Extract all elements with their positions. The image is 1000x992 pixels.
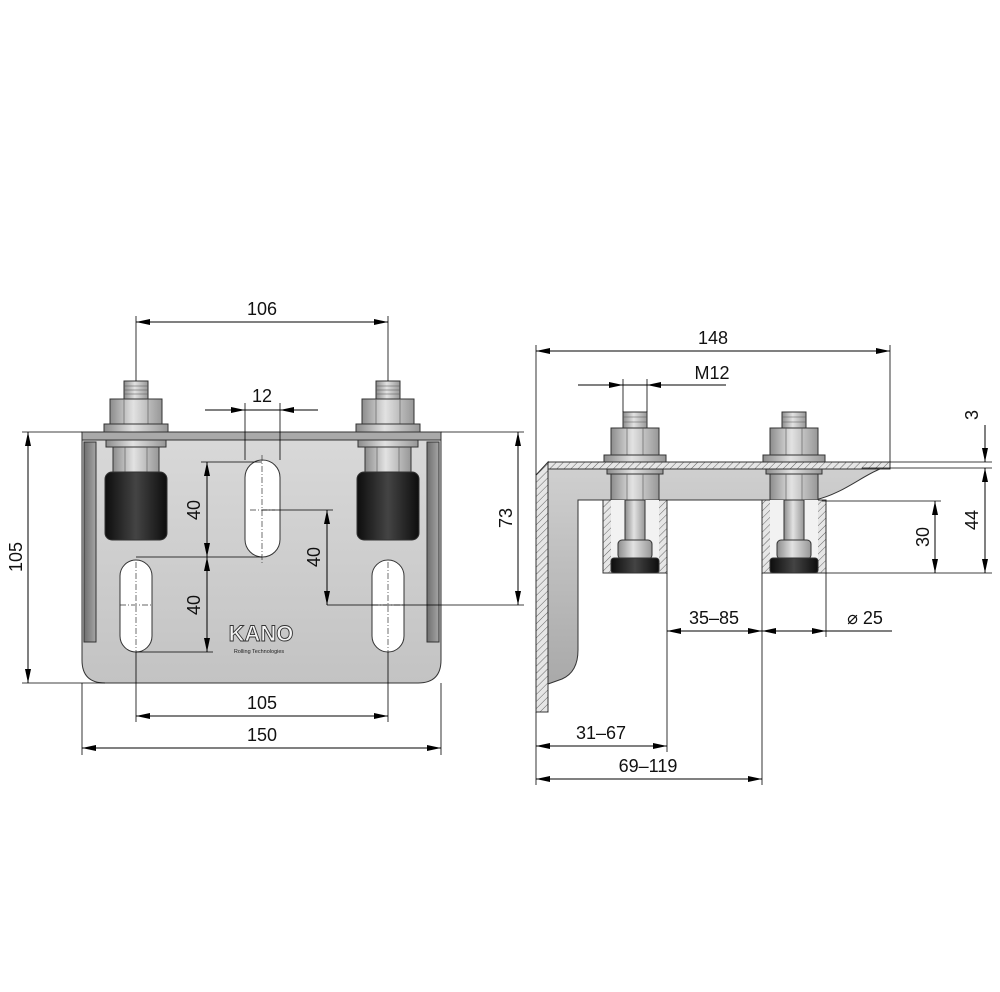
- lower-nut: [610, 473, 660, 501]
- lower-washer: [357, 439, 419, 448]
- dim-text: 148: [698, 328, 728, 348]
- center-slot: [244, 459, 281, 558]
- dim-text: 105: [6, 542, 26, 572]
- logo-tagline: Rolling Technologies: [234, 649, 285, 655]
- upper-nut: [610, 427, 660, 456]
- dim-text: 44: [962, 510, 982, 530]
- side-left-bolt-assembly: [602, 411, 668, 574]
- roller-tire: [769, 557, 819, 574]
- bolt-stud: [622, 411, 648, 429]
- dim-text: 105: [247, 693, 277, 713]
- dim-text: 12: [252, 386, 272, 406]
- dim-text: M12: [694, 363, 729, 383]
- dim-adjust-range: 35–85: [666, 573, 763, 785]
- bolt-collar: [617, 539, 653, 560]
- roller: [356, 471, 420, 541]
- upper-washer: [103, 423, 169, 433]
- lower-washer: [606, 468, 664, 475]
- lower-nut: [364, 446, 412, 473]
- dim-height-upper: 73: [327, 431, 524, 606]
- dim-thickness: 3: [862, 410, 992, 469]
- vertical-leg-section: [535, 460, 549, 713]
- dim-roller-diameter: ⌀ 25: [762, 573, 892, 637]
- bolt-shank: [624, 499, 646, 543]
- dim-text: 106: [247, 299, 277, 319]
- logo-brand: KANO: [229, 621, 294, 646]
- front-right-bolt-assembly: [355, 380, 421, 541]
- upper-washer: [355, 423, 421, 433]
- dim-text: ⌀ 25: [847, 608, 883, 628]
- dim-slot-offset: 40: [262, 509, 333, 605]
- roller: [104, 471, 168, 541]
- dim-slot-spacing: 105: [135, 652, 389, 722]
- upper-washer: [762, 454, 826, 463]
- dim-roller-height: 30: [822, 500, 992, 574]
- upper-nut: [109, 398, 163, 425]
- dim-thread: M12: [578, 363, 730, 412]
- upper-washer: [603, 454, 667, 463]
- dim-offset-first: 31–67: [536, 723, 667, 749]
- top-plate-section: [547, 461, 891, 470]
- front-left-bolt-assembly: [103, 380, 169, 541]
- lower-washer: [105, 439, 167, 448]
- dim-text: 73: [496, 508, 516, 528]
- dim-width: 150: [81, 683, 442, 755]
- dim-text: 40: [184, 595, 204, 615]
- bolt-collar: [776, 539, 812, 560]
- upper-nut: [769, 427, 819, 456]
- bracket-body: [547, 468, 881, 685]
- lower-washer: [765, 468, 823, 475]
- dim-offset-second: 69–119: [535, 712, 762, 785]
- dim-text: 31–67: [576, 723, 626, 743]
- bolt-shank: [783, 499, 805, 543]
- dim-text: 30: [913, 527, 933, 547]
- dim-text: 3: [962, 410, 982, 420]
- plate-top-rim: [81, 431, 442, 441]
- dim-length: 148: [535, 328, 891, 475]
- side-right-bolt-assembly: [761, 411, 827, 574]
- front-view: KANO Rolling Technologies 106 12 105: [6, 299, 524, 755]
- lower-nut: [769, 473, 819, 501]
- left-side-flange: [83, 441, 97, 643]
- dim-height: 105: [6, 431, 105, 684]
- dim-text: 40: [184, 500, 204, 520]
- bolt-stud: [781, 411, 807, 429]
- lower-nut: [112, 446, 160, 473]
- upper-nut: [361, 398, 415, 425]
- side-view: 148 M12 3 44 30: [535, 328, 992, 785]
- dim-text: 150: [247, 725, 277, 745]
- dim-text: 69–119: [619, 756, 678, 776]
- dim-total-height: 44: [962, 468, 988, 573]
- dim-text: 35–85: [689, 608, 739, 628]
- roller-tire: [610, 557, 660, 574]
- dim-text: 40: [304, 547, 324, 567]
- mounting-plate: [81, 431, 442, 684]
- kano-logo: KANO Rolling Technologies: [228, 621, 294, 655]
- right-side-flange: [426, 441, 440, 643]
- dim-slot-pitch-upper: 40: [136, 461, 262, 558]
- dim-bolt-spacing: 106: [135, 299, 389, 381]
- dim-slot-width: 12: [205, 386, 318, 460]
- dim-slot-pitch-lower: 40: [136, 557, 213, 653]
